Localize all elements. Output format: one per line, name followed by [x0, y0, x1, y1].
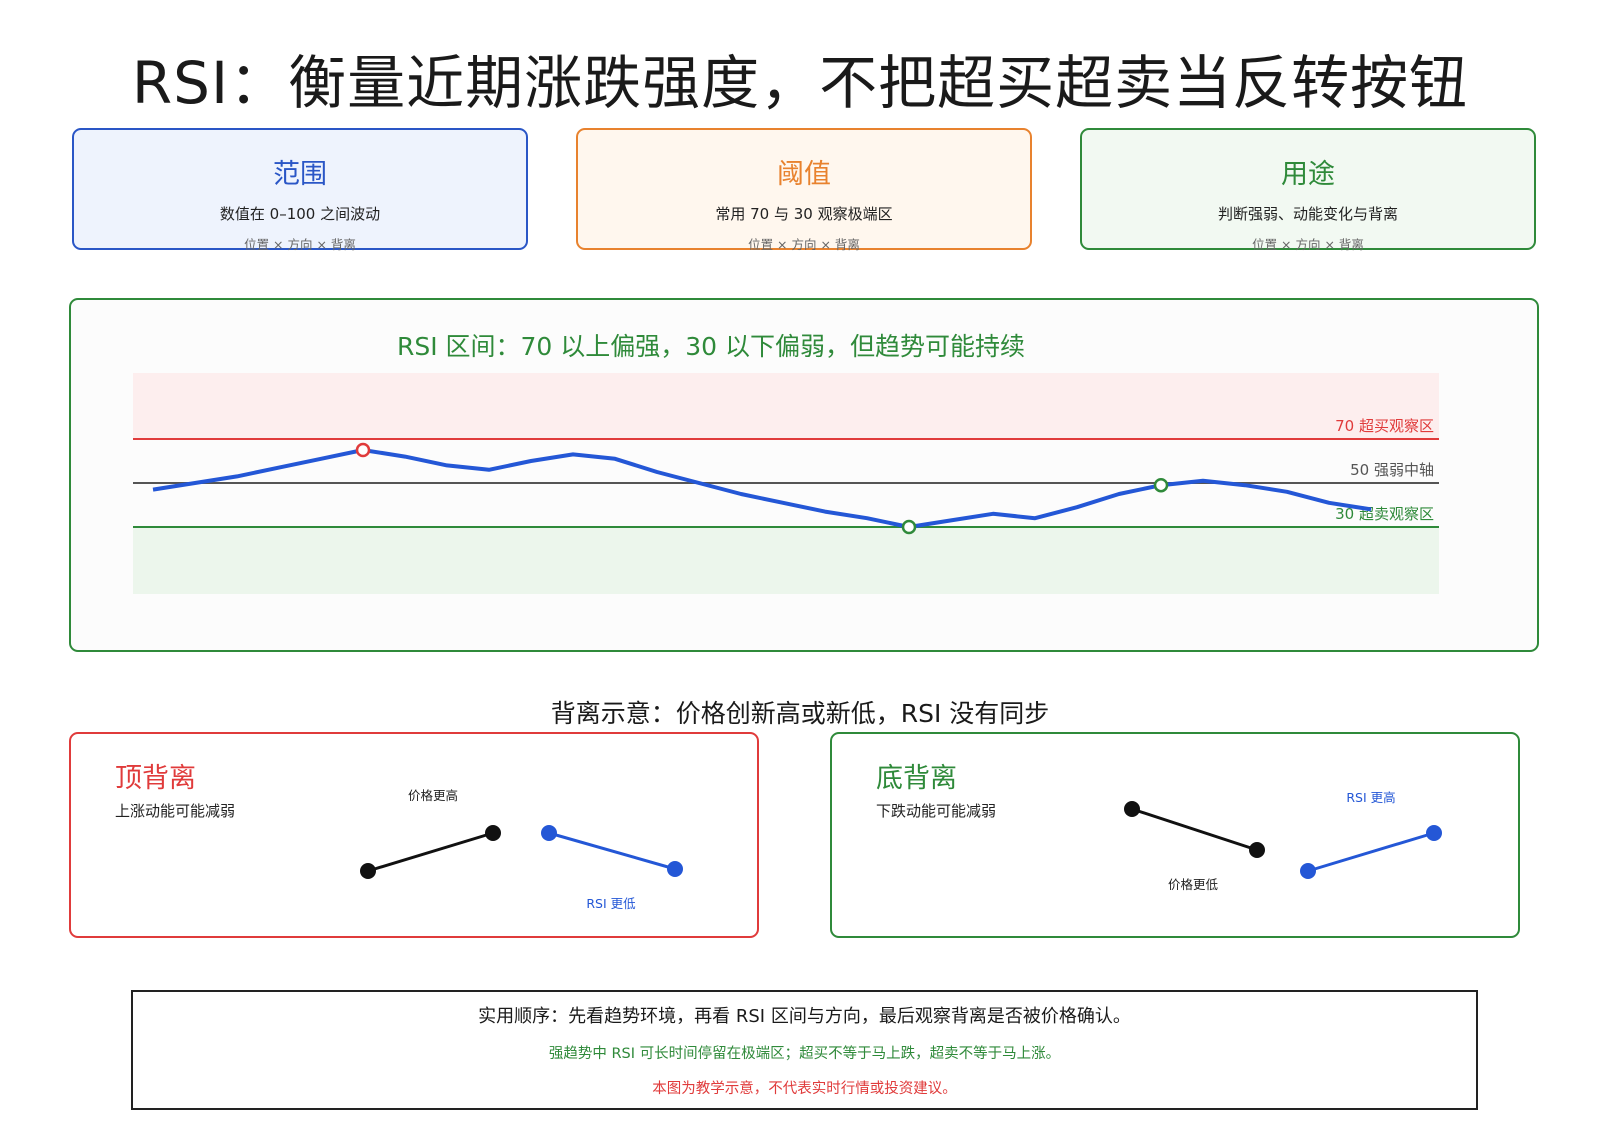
- usage-note-box: 实用顺序：先看趋势环境，再看 RSI 区间与方向，最后观察背离是否被价格确认。 …: [131, 990, 1478, 1110]
- oversold-trough-marker: [1153, 477, 1169, 493]
- card-title: 用途: [1281, 159, 1335, 190]
- rsi-chart: RSI 区间：70 以上偏强，30 以下偏弱，但趋势可能持续 70 超买观察区 …: [133, 332, 1439, 594]
- card-threshold: 阈值 常用 70 与 30 观察极端区 位置 × 方向 × 背离: [576, 128, 1032, 252]
- rsi-point: [667, 861, 683, 877]
- rsi-lower-label: RSI 更低: [586, 896, 636, 911]
- rsi-higher-label: RSI 更高: [1346, 790, 1395, 805]
- rsi-chart-panel: RSI 区间：70 以上偏强，30 以下偏弱，但趋势可能持续 70 超买观察区 …: [69, 298, 1539, 652]
- chart-title: RSI 区间：70 以上偏强，30 以下偏弱，但趋势可能持续: [397, 332, 1025, 361]
- top-divergence-panel: 顶背离 上涨动能可能减弱 价格更高 RSI 更低: [69, 732, 759, 938]
- card-sub: 位置 × 方向 × 背离: [748, 237, 860, 252]
- price-segment: [1131, 807, 1258, 852]
- top-divergence-diagram: 价格更高 RSI 更低: [360, 788, 683, 911]
- card-desc: 数值在 0–100 之间波动: [219, 205, 381, 223]
- card-range: 范围 数值在 0–100 之间波动 位置 × 方向 × 背离: [72, 128, 528, 252]
- bottom-divergence-diagram: 价格更低 RSI 更高: [1124, 790, 1442, 892]
- rsi-series-line: [152, 448, 1372, 529]
- oversold-trough-marker: [901, 519, 917, 535]
- divergence-heading: 背离示意：价格创新高或新低，RSI 没有同步: [550, 699, 1050, 728]
- rsi-point: [541, 825, 557, 841]
- level-label-50: 50 强弱中轴: [1350, 461, 1434, 479]
- rsi-segment: [1307, 831, 1435, 873]
- usage-note-main: 实用顺序：先看趋势环境，再看 RSI 区间与方向，最后观察背离是否被价格确认。: [478, 1006, 1131, 1027]
- level-label-70: 70 超买观察区: [1335, 417, 1434, 435]
- price-point: [360, 863, 376, 879]
- price-point: [485, 825, 501, 841]
- bottom-divergence-panel: 底背离 下跌动能可能减弱 价格更低 RSI 更高: [830, 732, 1520, 938]
- rsi-segment: [548, 831, 676, 871]
- price-point: [1124, 801, 1140, 817]
- card-sub: 位置 × 方向 × 背离: [1252, 237, 1364, 252]
- usage-note-disclaimer: 本图为教学示意，不代表实时行情或投资建议。: [652, 1081, 957, 1097]
- price-higher-label: 价格更高: [408, 788, 458, 803]
- overbought-zone: [133, 373, 1439, 439]
- overbought-peak-marker: [355, 442, 371, 458]
- usage-note-warning: 强趋势中 RSI 可长时间停留在极端区；超买不等于马上跌，超卖不等于马上涨。: [548, 1046, 1061, 1062]
- card-title: 范围: [273, 159, 327, 190]
- card-use: 用途 判断强弱、动能变化与背离 位置 × 方向 × 背离: [1080, 128, 1536, 252]
- rsi-point: [1426, 825, 1442, 841]
- card-sub: 位置 × 方向 × 背离: [244, 237, 356, 252]
- price-lower-label: 价格更低: [1168, 877, 1219, 892]
- oversold-zone: [133, 527, 1439, 594]
- price-segment: [367, 831, 494, 873]
- card-desc: 常用 70 与 30 观察极端区: [715, 205, 893, 223]
- card-title: 阈值: [777, 159, 831, 190]
- bottom-divergence-title: 底背离: [876, 763, 957, 794]
- price-point: [1249, 842, 1265, 858]
- bottom-divergence-desc: 下跌动能可能减弱: [876, 802, 997, 820]
- card-desc: 判断强弱、动能变化与背离: [1217, 205, 1398, 223]
- page-title: RSI：衡量近期涨跌强度，不把超买超卖当反转按钮: [131, 49, 1469, 117]
- top-divergence-desc: 上涨动能可能减弱: [115, 802, 236, 820]
- top-divergence-title: 顶背离: [115, 763, 196, 794]
- rsi-point: [1300, 863, 1316, 879]
